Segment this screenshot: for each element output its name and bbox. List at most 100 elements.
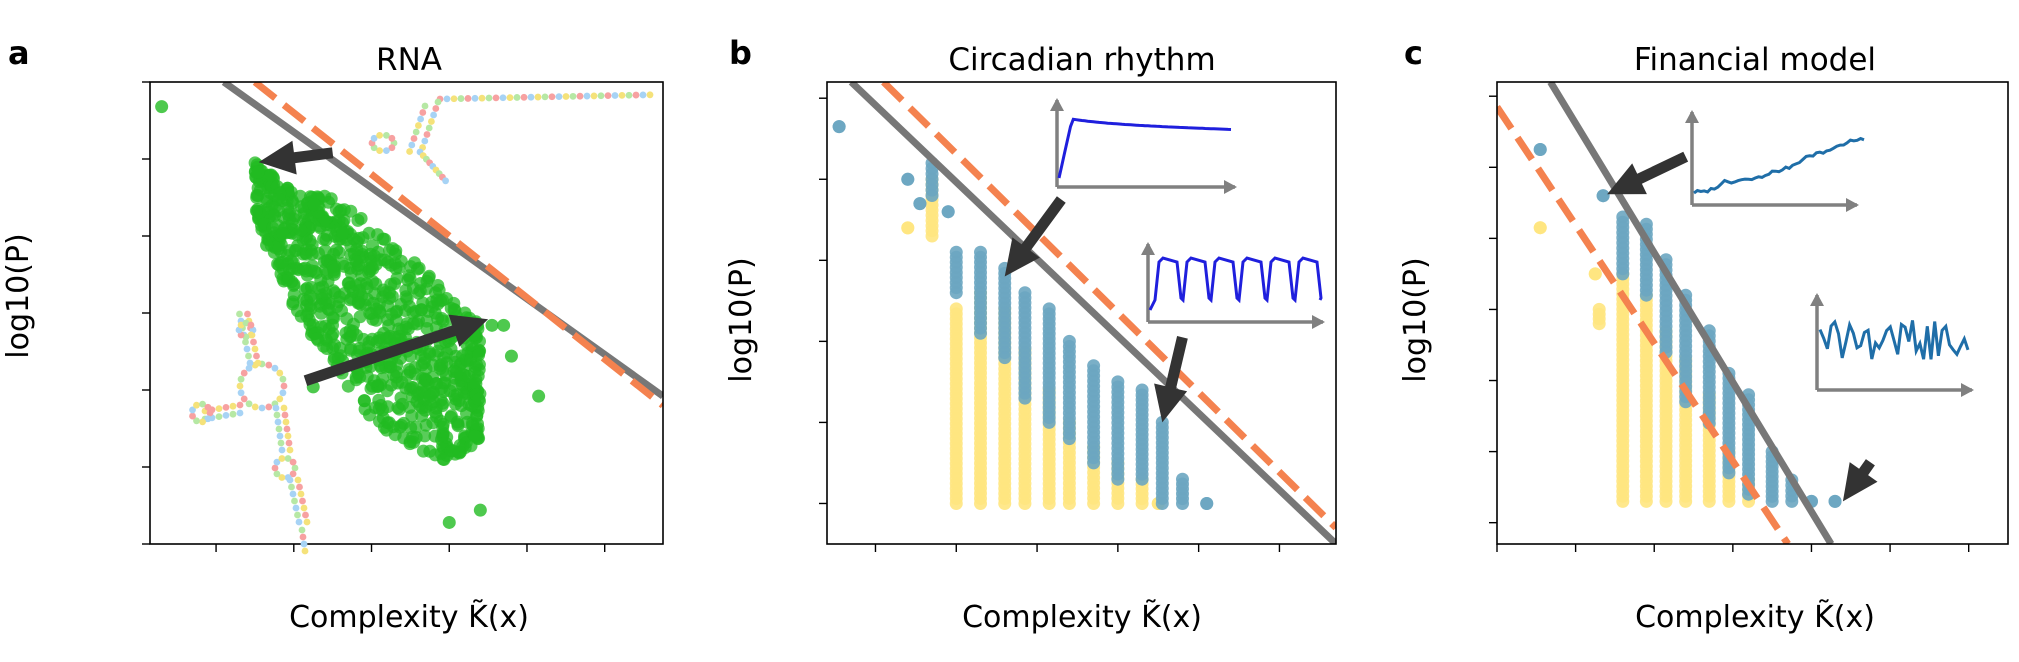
data-point [385, 289, 399, 303]
rna-nucleotide [419, 109, 427, 116]
data-point [276, 227, 289, 240]
bound-line-dashed [252, 82, 663, 409]
data-point [453, 438, 467, 452]
rna-nucleotide [282, 418, 290, 426]
data-point [430, 410, 443, 424]
data-point [287, 277, 301, 291]
rna-nucleotide [506, 94, 514, 101]
data-point [467, 366, 481, 380]
rna-nucleotide [229, 402, 237, 410]
panel-letter: b [729, 34, 752, 72]
data-point [1111, 472, 1125, 486]
data-points [155, 100, 546, 529]
data-point [317, 232, 331, 246]
ticks [1489, 95, 1970, 552]
rna-nucleotide [245, 400, 253, 408]
inset-y-arrowhead [1050, 98, 1064, 111]
rna-nucleotide [272, 404, 280, 412]
data-point [913, 197, 927, 211]
rna-nucleotide [193, 401, 200, 409]
data-point [1200, 497, 1214, 510]
data-point [925, 229, 939, 243]
data-point [392, 402, 406, 416]
rna-nucleotide [276, 432, 284, 440]
rna-nucleotide [244, 310, 251, 318]
rna-nucleotide [408, 141, 416, 149]
data-point [532, 389, 546, 403]
rna-nucleotide [265, 403, 273, 411]
rna-nucleotide [583, 92, 591, 100]
data-point [485, 318, 499, 332]
rna-nucleotide [278, 446, 286, 454]
annotation-arrow [1607, 151, 1689, 195]
rna-nucleotide [300, 540, 308, 548]
rna-nucleotide [376, 131, 384, 139]
rna-nucleotide [236, 401, 244, 409]
data-point [423, 389, 437, 403]
rna-nucleotide [215, 413, 223, 420]
bound-line-dashed [881, 82, 1336, 531]
rna-nucleotide [251, 345, 259, 353]
rna-nucleotide [286, 476, 294, 484]
rna-nucleotide [276, 369, 284, 377]
data-point [348, 253, 362, 267]
data-point [410, 394, 424, 408]
rna-nucleotide [273, 458, 281, 466]
data-point [1588, 267, 1602, 281]
data-point [354, 212, 368, 225]
rna-nucleotide [294, 511, 301, 519]
axes-frame [1496, 81, 2009, 545]
data-point [471, 417, 484, 431]
data-point [1087, 497, 1101, 510]
chart-title: Circadian rhythm [948, 42, 1215, 78]
data-point [389, 247, 402, 261]
data-point [412, 286, 426, 300]
rna-nucleotide [303, 518, 311, 526]
rna-nucleotide [285, 439, 293, 447]
rna-nucleotide [527, 93, 535, 101]
rna-nucleotide [421, 102, 429, 110]
rna-nucleotide [236, 310, 243, 318]
rna-nucleotide [382, 131, 390, 139]
rna-nucleotide [604, 92, 612, 100]
data-point [418, 429, 432, 443]
rna-nucleotide [278, 474, 286, 481]
data-point [998, 497, 1012, 510]
data-point [351, 296, 365, 310]
data-point [290, 261, 304, 275]
rna-nucleotide [236, 409, 244, 417]
rna-nucleotide [283, 425, 291, 433]
rna-nucleotide [406, 148, 413, 155]
data-point [1639, 494, 1653, 508]
data-point [1592, 317, 1606, 331]
data-point [1722, 494, 1736, 508]
data-point [1018, 497, 1032, 510]
annotation-arrow [258, 140, 334, 175]
rna-nucleotide [300, 504, 308, 512]
rna-nucleotide [415, 122, 422, 129]
rna-nucleotide [277, 439, 285, 447]
rna-nucleotide [417, 115, 424, 123]
data-point [249, 204, 263, 218]
data-point [336, 226, 350, 240]
data-point [366, 296, 380, 310]
rna-nucleotide [534, 93, 542, 101]
data-point [294, 223, 308, 237]
data-point [1785, 494, 1799, 508]
data-point [406, 430, 420, 444]
data-point [416, 444, 430, 458]
rna-nucleotide [237, 389, 245, 397]
data-point [272, 192, 286, 206]
data-point [472, 392, 486, 406]
data-point [312, 246, 325, 260]
annotation-arrow [1004, 196, 1066, 277]
rna-nucleotide [562, 93, 570, 100]
data-point [1722, 466, 1736, 480]
rna-nucleotide [242, 338, 249, 346]
annotation-arrow [303, 314, 489, 386]
rna-nucleotide [273, 411, 281, 419]
data-point [287, 288, 301, 302]
data-point [1659, 494, 1673, 508]
rna-nucleotide [193, 417, 200, 425]
data-point [377, 326, 391, 340]
